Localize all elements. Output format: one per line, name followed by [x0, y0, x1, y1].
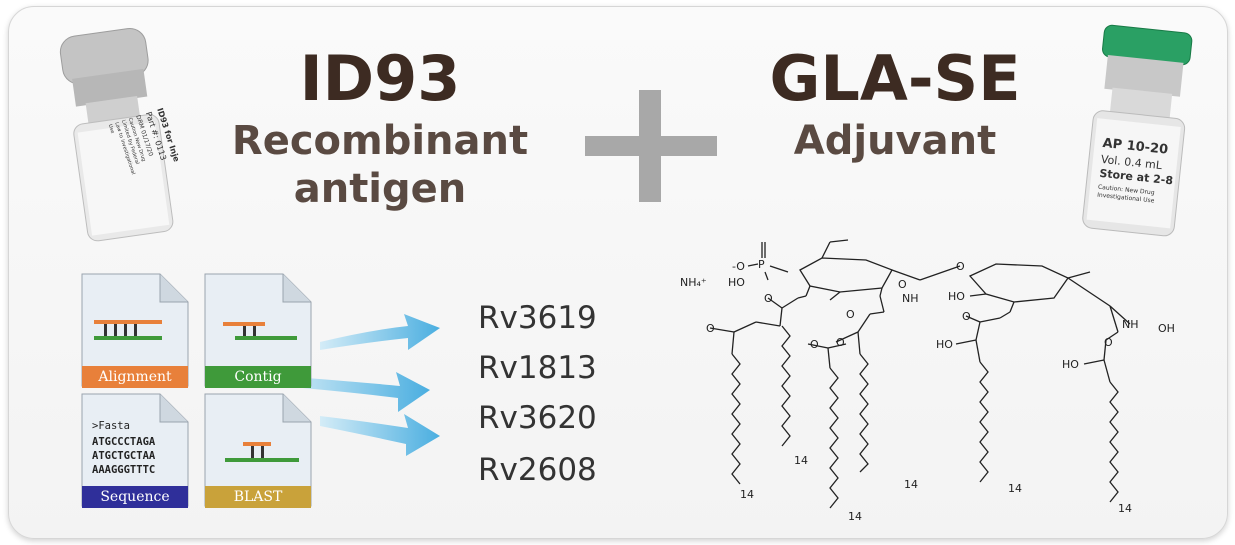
blast-document: BLAST [203, 392, 315, 508]
sequence-line: AAAGGGTTTC [92, 464, 156, 476]
sequence-label: Sequence [82, 486, 188, 508]
chain-count: 14 [1118, 502, 1132, 515]
ho-ring-label: HO [948, 290, 965, 303]
nh-label-1: NH [902, 292, 919, 305]
alignment-document: Alignment [80, 272, 192, 388]
svg-text:O: O [956, 260, 965, 273]
svg-text:O: O [962, 310, 971, 323]
nh-label-2: NH [1122, 318, 1139, 331]
alignment-label: Alignment [82, 366, 188, 388]
vial-label-line: Vol. 0.4 mL [1100, 153, 1163, 172]
o-minus-label: -O [732, 260, 745, 273]
antigen-rv3620: Rv3620 [478, 400, 597, 436]
glase-subtitle: Adjuvant [793, 118, 997, 164]
svg-text:O: O [1104, 336, 1113, 349]
arrow-to-rv3620 [320, 414, 440, 456]
ammonium-label: NH₄⁺ [680, 276, 707, 289]
ho-chain-label-2: HO [1062, 358, 1079, 371]
svg-text:O: O [764, 292, 773, 305]
arrow-to-rv1813 [280, 372, 430, 412]
svg-text:O: O [898, 278, 907, 291]
svg-text:O: O [810, 338, 819, 351]
svg-text:O: O [846, 308, 855, 321]
vial-label-line: Use [107, 124, 116, 135]
oh-right-label: OH [1158, 322, 1175, 335]
antigen-rv2608: Rv2608 [478, 452, 597, 488]
chain-count: 14 [904, 478, 918, 491]
blast-label: BLAST [205, 486, 311, 508]
arrow-to-rv3619 [320, 314, 440, 350]
chain-count: 14 [1008, 482, 1022, 495]
antigen-rv1813: Rv1813 [478, 350, 597, 386]
vial-label-line: AP 10-20 [1102, 136, 1169, 158]
fatty-acid-chains [731, 325, 1119, 509]
plus-icon-vertical [639, 90, 661, 202]
sequence-document: >Fasta ATGCCCTAGA ATGCTGCTAA AAAGGGTTTC … [80, 392, 192, 508]
id93-subtitle-line1: Recombinant [231, 118, 529, 164]
id93-vial-image: ID93 for Inje Part #: 0113 DRM 01/17/20 … [59, 27, 181, 242]
sequence-line: ATGCTGCTAA [92, 450, 156, 462]
svg-text:O: O [836, 336, 845, 349]
gla-chemical-structure: -O P NH₄⁺ HO NH HO NH OH HO HO O O O O O… [680, 239, 1175, 523]
glase-title: GLA-SE [769, 42, 1021, 115]
contig-label: Contig [205, 366, 311, 388]
ho-left-label: HO [728, 276, 745, 289]
id93-subtitle-line2: antigen [293, 166, 467, 212]
contig-document: Contig [203, 272, 315, 388]
antigen-rv3619: Rv3619 [478, 300, 597, 336]
glase-vial-image: AP 10-20 Vol. 0.4 mL Store at 2-8 Cautio… [1082, 24, 1193, 237]
svg-text:O: O [706, 322, 715, 335]
sequence-line: >Fasta [92, 420, 130, 432]
phosphate-label: P [758, 258, 765, 271]
mapping-arrows [280, 314, 440, 456]
chain-count: 14 [740, 488, 754, 501]
chain-count: 14 [794, 454, 808, 467]
ho-chain-label-1: HO [936, 338, 953, 351]
id93-title: ID93 [299, 42, 461, 115]
chain-count: 14 [848, 510, 862, 523]
sequence-line: ATGCCCTAGA [92, 436, 156, 448]
